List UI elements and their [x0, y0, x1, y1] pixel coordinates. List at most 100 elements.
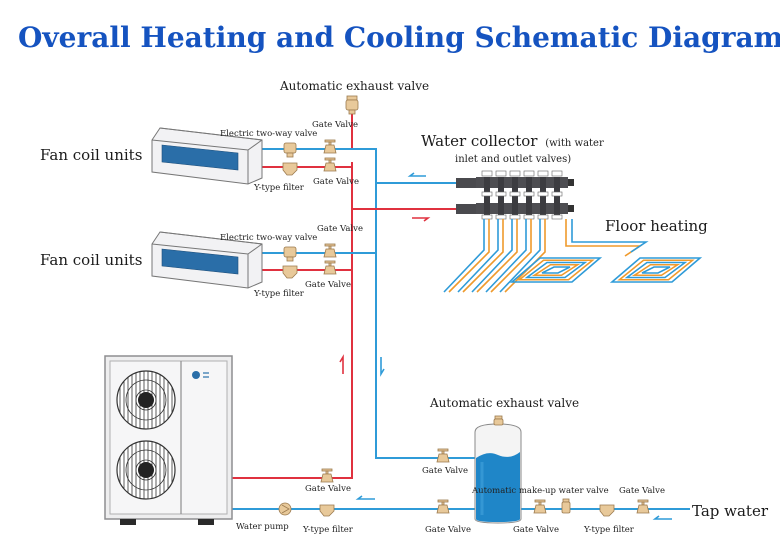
- label-fcu1-gate-top: Gate Valve: [312, 120, 358, 130]
- floor-coil-pipe: [448, 219, 490, 293]
- fan-grille-icon: [116, 440, 176, 500]
- hot-pipe-main-supply: [232, 162, 353, 479]
- manifold-port-cap: [481, 170, 493, 177]
- label-water-collector-paren: (with water: [545, 138, 604, 149]
- label-pump-filter: Y-type filter: [302, 525, 354, 535]
- fan-coil-unit-icon: [151, 127, 263, 185]
- floor-coil-loop: [524, 261, 588, 279]
- gate-valve-icon: [436, 499, 450, 514]
- manifold-port-cap: [481, 214, 493, 220]
- label-makeup-valve: Automatic make-up water valve: [471, 486, 609, 496]
- fan-coil-unit-2: [151, 231, 263, 289]
- floor-coil-pipe: [504, 219, 546, 293]
- fan-coil-unit-icon: [151, 231, 263, 289]
- gate-valve-icon: [323, 260, 337, 275]
- label-fan-coil-1: Fan coil units: [40, 146, 142, 164]
- floor-coil-loop: [531, 263, 581, 277]
- label-water-collector: Water collector (with water: [421, 132, 604, 150]
- manifold-port-cap: [509, 214, 521, 220]
- manifold-port-cap: [495, 191, 507, 197]
- y-type-filter-icon: [599, 504, 615, 517]
- manifold-port-cap: [481, 191, 493, 197]
- automatic-exhaust-valve-icon: [493, 415, 504, 426]
- label-floor-heating: Floor heating: [605, 217, 708, 235]
- floor-coil-loop: [641, 266, 671, 274]
- floor-coil-pipe: [462, 219, 504, 293]
- manifold-port-cap: [495, 214, 507, 220]
- floor-coil-loop: [517, 259, 595, 281]
- floor-heating-coils: [443, 219, 703, 293]
- y-type-filter-icon: [319, 504, 335, 517]
- label-tap-water: Tap water: [692, 502, 769, 520]
- gate-valve-icon: [320, 468, 334, 483]
- label-tank-gate-bottom: Gate Valve: [425, 525, 471, 535]
- page-title: Overall Heating and Cooling Schematic Di…: [18, 21, 780, 54]
- cold-pipe-main-return: [375, 148, 475, 459]
- manifold-port-cap: [551, 191, 563, 197]
- floor-coil-pipe: [571, 219, 649, 253]
- label-fcu1-filter: Y-type filter: [253, 183, 305, 193]
- manifold-port-cap: [537, 191, 549, 197]
- label-tap-filter: Y-type filter: [583, 525, 635, 535]
- floor-coil-pipe: [490, 219, 532, 293]
- gate-valve-icon: [323, 243, 337, 258]
- heat-pump-outdoor-unit-icon: [104, 355, 233, 525]
- manifold-port-cap: [551, 214, 563, 220]
- manifold-port-cap: [509, 191, 521, 197]
- label-fan-coil-2: Fan coil units: [40, 251, 142, 269]
- label-water-collector-paren2: inlet and outlet valves): [455, 154, 571, 165]
- label-tap-gate-1: Gate Valve: [513, 525, 559, 535]
- floor-coil-loop: [609, 257, 703, 283]
- electric-two-way-valve-icon: [283, 246, 297, 262]
- manifold-port-cap: [523, 214, 535, 220]
- label-tank-exhaust-valve: Automatic exhaust valve: [429, 396, 579, 410]
- y-type-filter-icon: [282, 265, 298, 279]
- manifold-port-cap: [523, 170, 535, 177]
- manifold-port-cap: [537, 170, 549, 177]
- manifold-port-cap: [537, 214, 549, 220]
- floor-coil-pipe: [476, 219, 518, 293]
- floor-coil-pipe: [443, 219, 485, 293]
- gate-valve-icon: [323, 139, 337, 154]
- label-fcu1-two-way-valve: Electric two-way valve: [220, 129, 317, 139]
- gate-valve-icon: [436, 448, 450, 463]
- y-type-filter-icon: [282, 162, 298, 176]
- manifold-port-cap: [523, 191, 535, 197]
- floor-coil-pipe: [457, 219, 499, 293]
- label-fcu2-filter: Y-type filter: [253, 289, 305, 299]
- label-fcu2-gate-bottom: Gate Valve: [305, 280, 351, 290]
- brand-logo-icon: [192, 371, 209, 379]
- floor-coil-pipe: [471, 219, 513, 293]
- label-top-exhaust-valve: Automatic exhaust valve: [279, 79, 429, 93]
- gate-valve-icon: [533, 499, 547, 514]
- fan-grille-icon: [116, 370, 176, 430]
- floor-coil-loop: [631, 263, 681, 277]
- floor-coil-loop: [617, 259, 695, 281]
- label-tank-gate-top: Gate Valve: [422, 466, 468, 476]
- gate-valve-icon: [636, 499, 650, 514]
- water-collector-manifold-icon: [456, 170, 574, 220]
- manifold-port-cap: [509, 170, 521, 177]
- automatic-exhaust-valve-icon: [345, 95, 359, 115]
- floor-coil-loop: [624, 261, 688, 279]
- buffer-water-tank-icon: [474, 423, 522, 524]
- label-water-collector-main: Water collector: [421, 132, 538, 150]
- manifold-port-cap: [551, 170, 563, 177]
- manifold-port-cap: [495, 170, 507, 177]
- label-fcu2-two-way-valve: Electric two-way valve: [220, 233, 317, 243]
- automatic-make-up-water-valve-icon: [561, 498, 571, 514]
- floor-coil-pipe: [499, 219, 541, 293]
- label-fcu2-gate-top: Gate Valve: [317, 224, 363, 234]
- label-heat-pump-gate: Gate Valve: [305, 484, 351, 494]
- electric-two-way-valve-icon: [283, 142, 297, 158]
- fan-coil-unit-1: [151, 127, 263, 185]
- floor-coil-loop: [541, 266, 571, 274]
- water-pump-icon: [278, 502, 292, 516]
- label-tap-gate-2: Gate Valve: [619, 486, 665, 496]
- gate-valve-icon: [323, 157, 337, 172]
- floor-coil-pipe: [485, 219, 527, 293]
- label-water-pump: Water pump: [236, 522, 289, 532]
- floor-coil-loop: [509, 257, 603, 283]
- label-fcu1-gate-bottom: Gate Valve: [313, 177, 359, 187]
